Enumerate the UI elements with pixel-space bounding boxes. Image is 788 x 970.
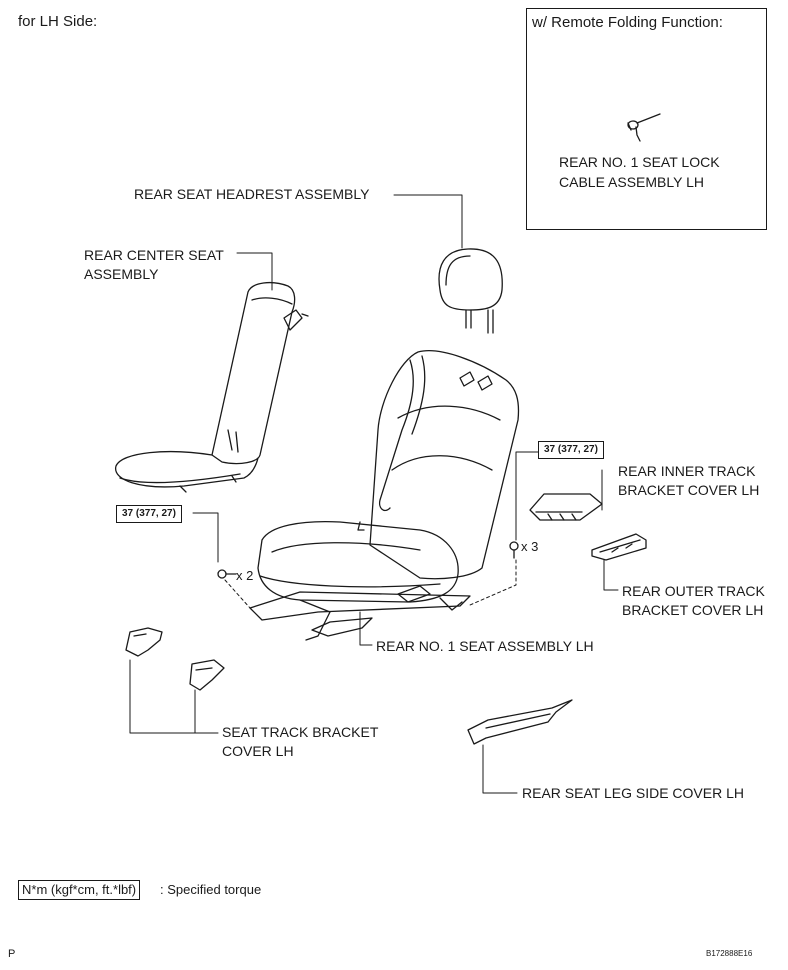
torque-value-right: 37 (377, 27) <box>538 441 604 459</box>
side-label: for LH Side: <box>18 13 98 30</box>
seat-track-cover-drawing <box>125 627 225 691</box>
lock-cable-label-line1: REAR NO. 1 SEAT LOCK <box>559 154 720 170</box>
headrest-label: REAR SEAT HEADREST ASSEMBLY <box>134 186 370 202</box>
inner-track-cover-drawing <box>529 493 603 521</box>
seat-no1-label: REAR NO. 1 SEAT ASSEMBLY LH <box>376 638 594 654</box>
outer-track-cover-drawing <box>591 533 647 561</box>
bolt-qty-left: x 2 <box>236 568 254 583</box>
leg-cover-label: REAR SEAT LEG SIDE COVER LH <box>522 785 744 801</box>
footer-mark: P <box>8 948 16 960</box>
center-seat-label-line1: REAR CENTER SEAT <box>84 247 224 263</box>
torque-legend-box: N*m (kgf*cm, ft.*lbf) <box>18 880 141 900</box>
figure-code: B172888E16 <box>706 949 753 958</box>
headrest-drawing <box>438 248 503 334</box>
inner-track-label-line2: BRACKET COVER LH <box>618 482 760 498</box>
bolt-icon <box>217 541 519 579</box>
track-cover-label-line1: SEAT TRACK BRACKET <box>222 724 379 740</box>
leader-lines <box>129 194 619 794</box>
bolt-qty-right: x 3 <box>521 539 539 554</box>
torque-value-left: 37 (377, 27) <box>116 505 182 523</box>
leg-side-cover-drawing <box>467 699 573 745</box>
lock-cable-label-line2: CABLE ASSEMBLY LH <box>559 174 704 190</box>
seat-lock-cable-drawing <box>627 113 661 142</box>
center-seat-label-line2: ASSEMBLY <box>84 266 159 282</box>
outer-track-label-line2: BRACKET COVER LH <box>622 602 764 618</box>
rear-no1-seat-drawing <box>249 350 520 641</box>
track-cover-label-line2: COVER LH <box>222 743 294 759</box>
torque-legend-desc: : Specified torque <box>160 882 262 897</box>
outer-track-label-line1: REAR OUTER TRACK <box>622 583 765 599</box>
inset-title: w/ Remote Folding Function: <box>532 14 723 31</box>
center-seat-drawing <box>115 281 309 493</box>
remote-folding-inset: w/ Remote Folding Function: REAR NO. 1 S… <box>526 8 767 230</box>
inner-track-label-line1: REAR INNER TRACK <box>618 463 756 479</box>
